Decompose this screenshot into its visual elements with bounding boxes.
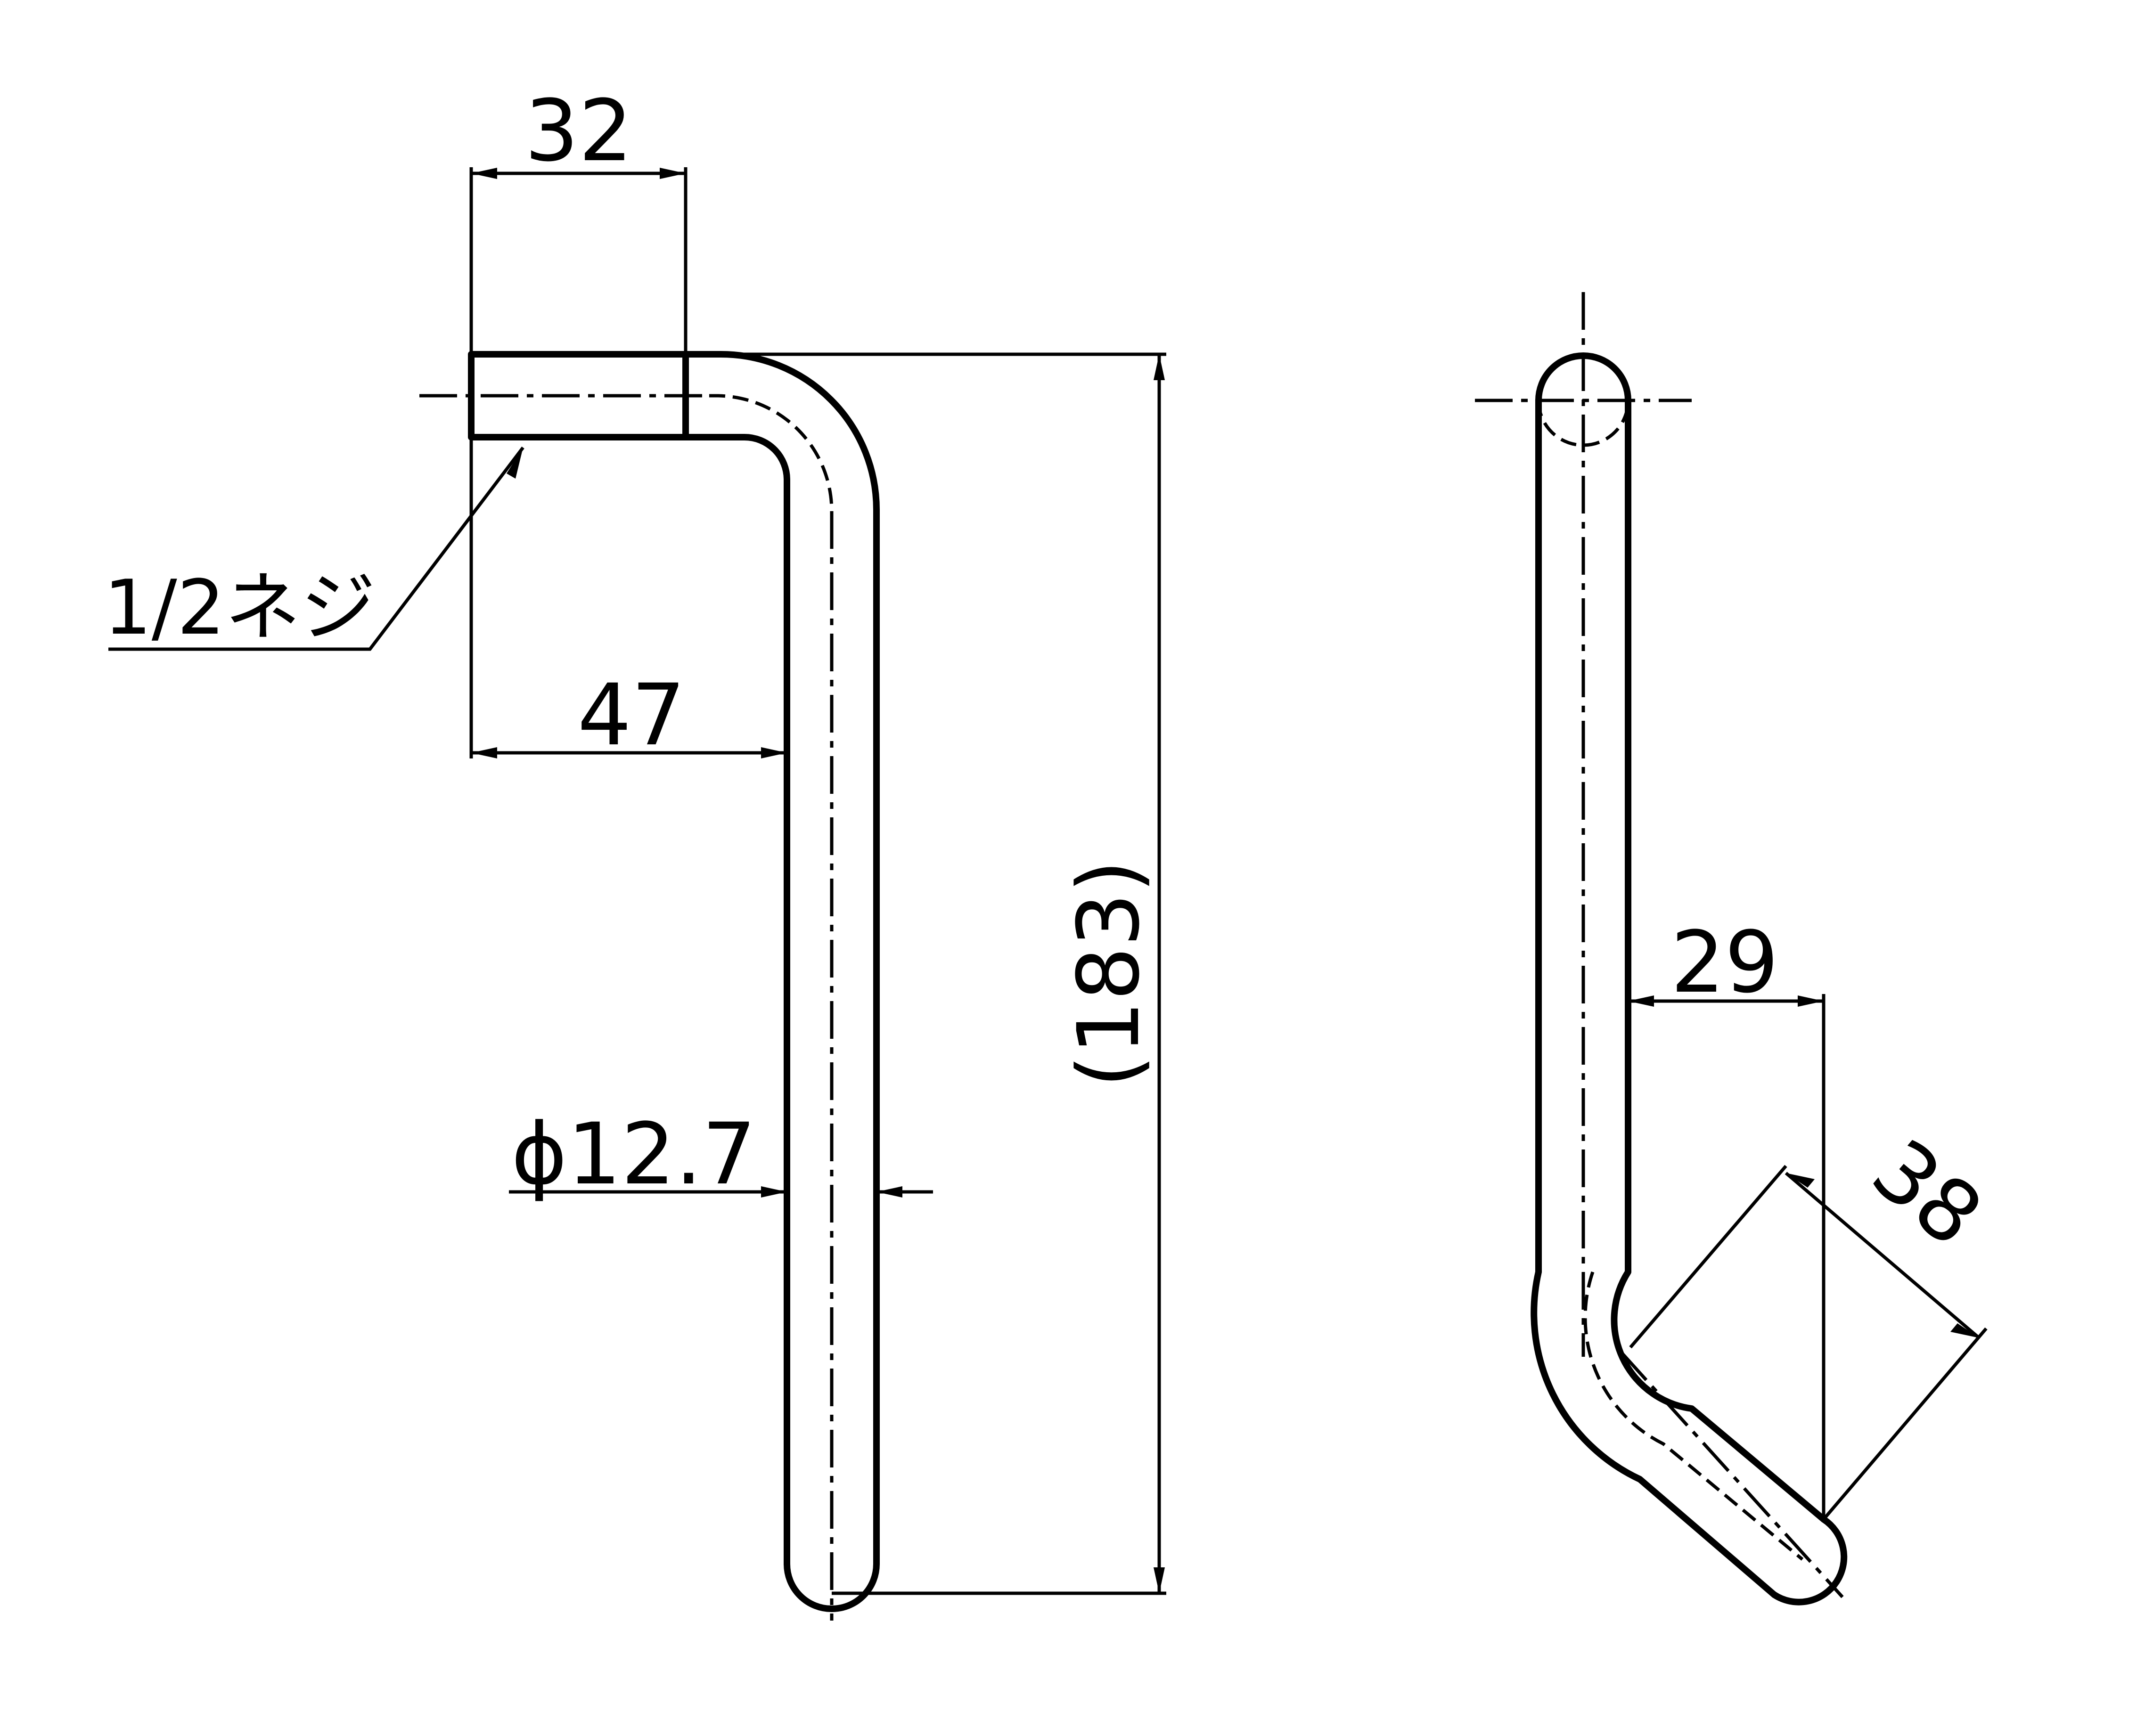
side-view	[1475, 292, 1848, 1606]
dimension-overall-height: (183)	[721, 352, 1166, 1595]
side-bend-centerline	[1620, 1351, 1844, 1598]
side-right-wall	[1611, 397, 1827, 1523]
dimension-label-47: 47	[577, 666, 685, 765]
dimension-label-183: (183)	[1060, 860, 1158, 1088]
dimension-label-38: 38	[1854, 1121, 2000, 1265]
bend-hidden-line	[686, 394, 834, 512]
side-hidden-circle	[1537, 400, 1630, 447]
dimension-thread-length: 32	[469, 82, 688, 354]
dimension-side-offset: 29	[1628, 913, 1826, 1519]
dimension-offset-47: 47	[469, 437, 787, 765]
dimension-label-32: 32	[524, 82, 632, 180]
dimension-bend-length: 38	[1629, 1121, 2000, 1521]
dimension-label-29: 29	[1670, 913, 1778, 1012]
front-view	[419, 351, 880, 1621]
dimension-label-diameter: ϕ12.7	[511, 1105, 756, 1204]
thread-spec-label: 1/2ネジ	[104, 563, 376, 652]
pipe-inner-wall	[682, 434, 790, 1567]
side-left-wall	[1531, 397, 1777, 1598]
dimension-diameter: ϕ12.7	[509, 1105, 933, 1204]
pipe-outer-wall	[682, 351, 880, 1612]
side-cut-end	[1771, 1516, 1848, 1606]
thread-spec-leader: 1/2ネジ	[104, 446, 524, 652]
side-hidden-bend	[1583, 1271, 1804, 1561]
